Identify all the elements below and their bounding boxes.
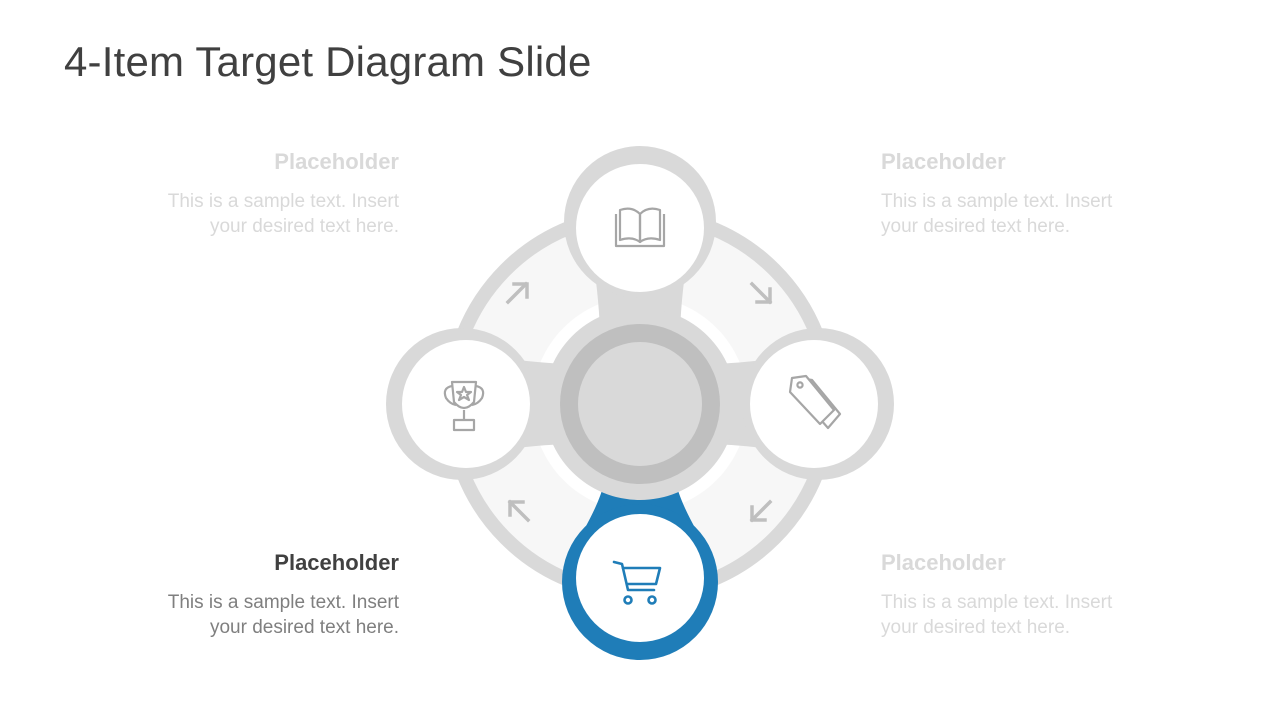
callout-body-line: your desired text here. — [209, 617, 399, 638]
callout-top-right: Placeholder This is a sample text. Inser… — [881, 149, 1141, 239]
callout-body-line: your desired text here. — [209, 216, 399, 237]
trophy-icon — [443, 380, 485, 432]
callout-heading: Placeholder — [274, 149, 399, 174]
callout-body-line: This is a sample text. Insert — [881, 191, 1113, 212]
book-icon — [614, 207, 666, 248]
callout-body-line: This is a sample text. Insert — [167, 592, 399, 613]
arrow-up-right-icon — [505, 281, 529, 305]
callout-heading: Placeholder — [881, 550, 1006, 575]
hub-center — [578, 342, 702, 466]
callout-heading: Placeholder — [274, 550, 399, 575]
arrow-down-right-icon — [749, 281, 773, 305]
item-left[interactable] — [386, 328, 538, 480]
shopping-cart-icon — [612, 560, 662, 605]
callout-heading: Placeholder — [881, 149, 1006, 174]
item-bottom[interactable] — [562, 504, 718, 660]
arrow-up-left-icon — [507, 499, 531, 523]
callout-bottom-right: Placeholder This is a sample text. Inser… — [881, 550, 1141, 640]
callout-body-line: your desired text here. — [881, 617, 1071, 638]
callout-top-left: Placeholder This is a sample text. Inser… — [139, 149, 399, 239]
callout-bottom-left: Placeholder This is a sample text. Inser… — [139, 550, 399, 640]
callout-body-line: This is a sample text. Insert — [881, 592, 1113, 613]
slide-title: 4-Item Target Diagram Slide — [64, 38, 592, 85]
arrow-down-left-icon — [749, 499, 773, 523]
callout-body-line: This is a sample text. Insert — [167, 191, 399, 212]
price-tags-icon — [788, 374, 842, 430]
callout-body-line: your desired text here. — [881, 216, 1071, 237]
